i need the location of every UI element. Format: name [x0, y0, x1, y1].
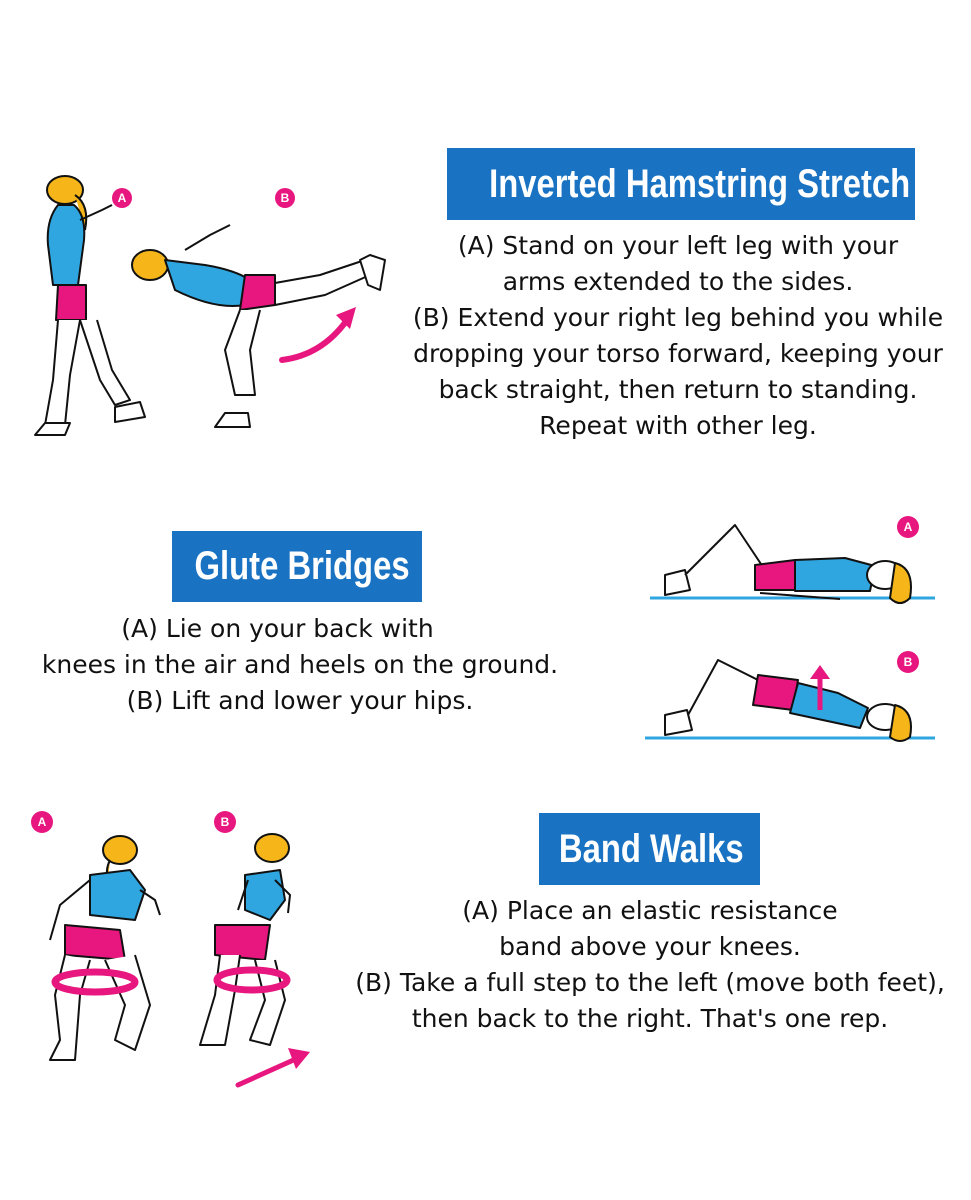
bridging-figure	[664, 659, 912, 742]
up-arrow-icon	[810, 665, 830, 710]
desc-line: dropping your torso forward, keeping you…	[413, 339, 943, 368]
illustration-inverted-hamstring-stretch: A B	[34, 175, 386, 436]
description-inverted-hamstring-stretch: (A) Stand on your left leg with your arm…	[410, 228, 946, 444]
title-text: Band Walks	[558, 827, 744, 871]
badge-a-label: A	[118, 191, 127, 205]
description-band-walks: (A) Place an elastic resistance band abo…	[355, 893, 945, 1037]
desc-line: (B) Lift and lower your hips.	[126, 686, 474, 715]
title-glute-bridges: Glute Bridges	[172, 531, 422, 602]
desc-line: (B) Take a full step to the left (move b…	[355, 968, 945, 997]
desc-line: then back to the right. That's one rep.	[411, 1004, 889, 1033]
lying-figure	[664, 524, 912, 604]
badge-a-icon: A	[31, 811, 53, 833]
standing-figure	[34, 175, 146, 436]
badge-a-label: A	[904, 520, 913, 534]
motion-arrow-icon	[279, 307, 356, 363]
band-walk-figure-b	[199, 833, 291, 1046]
badge-b-icon: B	[275, 188, 295, 208]
title-inverted-hamstring-stretch: Inverted Hamstring Stretch	[447, 148, 915, 220]
desc-line: (B) Extend your right leg behind you whi…	[412, 303, 944, 332]
desc-line: Repeat with other leg.	[539, 411, 817, 440]
desc-line: back straight, then return to standing.	[438, 375, 918, 404]
badge-b-label: B	[281, 191, 290, 205]
desc-line: (A) Stand on your left leg with your	[457, 231, 899, 260]
desc-line: knees in the air and heels on the ground…	[41, 650, 559, 679]
title-band-walks: Band Walks	[539, 813, 760, 885]
hinged-figure	[131, 224, 386, 428]
desc-line: arms extended to the sides.	[502, 267, 854, 296]
motion-arrow-icon	[235, 1048, 310, 1088]
badge-a-label: A	[38, 815, 47, 829]
desc-line: (A) Place an elastic resistance	[462, 896, 838, 925]
title-text: Glute Bridges	[194, 544, 410, 588]
badge-b-icon: B	[214, 811, 236, 833]
badge-b-label: B	[904, 655, 913, 669]
badge-b-icon: B	[897, 651, 919, 673]
badge-a-icon: A	[112, 188, 132, 208]
badge-a-icon: A	[897, 516, 919, 538]
illustration-glute-bridges: A B	[645, 516, 935, 742]
title-text: Inverted Hamstring Stretch	[489, 162, 911, 206]
band-walk-figure-a	[49, 835, 161, 1061]
description-glute-bridges: (A) Lie on your back with knees in the a…	[20, 611, 580, 719]
badge-b-label: B	[221, 815, 230, 829]
illustration-band-walks: A B	[31, 811, 310, 1088]
desc-line: band above your knees.	[499, 932, 801, 961]
desc-line: (A) Lie on your back with	[121, 614, 434, 643]
